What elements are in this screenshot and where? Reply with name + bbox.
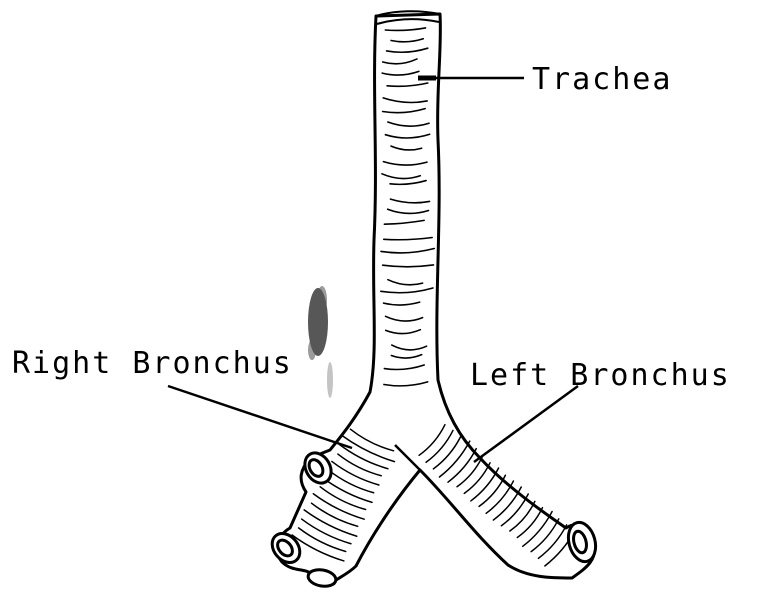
ink-smudge bbox=[308, 286, 333, 398]
right-bronchus-label: Right Bronchus bbox=[12, 346, 293, 381]
left-bronchus-label: Left Bronchus bbox=[470, 358, 731, 393]
right-bronchus-leader-line bbox=[168, 386, 352, 448]
left-bronchus-leader-line bbox=[474, 386, 578, 462]
trachea-label: Trachea bbox=[532, 62, 672, 97]
